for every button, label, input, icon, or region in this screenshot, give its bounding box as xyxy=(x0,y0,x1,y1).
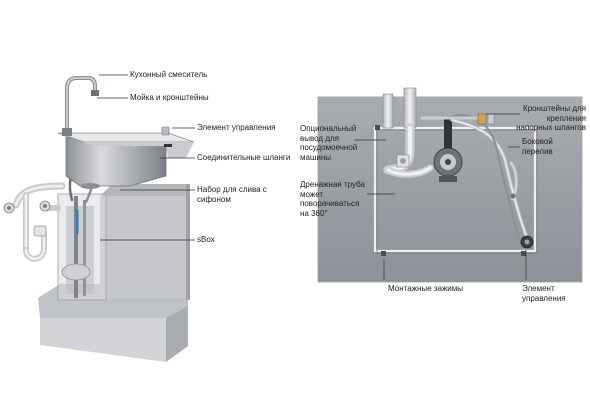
label-dishwasher-line3: посудомоечной xyxy=(300,143,358,152)
hose-brackets xyxy=(477,113,495,125)
right-diagram xyxy=(317,87,583,283)
left-leader-lines xyxy=(97,74,195,241)
label-overflow-line1: Боковой xyxy=(522,137,553,146)
kitchen-faucet xyxy=(62,76,99,138)
label-dishwasher: Опциональный вывод для посудомоечной маш… xyxy=(300,124,357,162)
label-dishwasher-line1: Опциональный xyxy=(300,124,357,133)
siphon-fittings xyxy=(3,200,51,237)
label-control-right-line2: управления xyxy=(522,293,566,303)
label-control: Элемент управления xyxy=(197,123,276,132)
label-brackets-line3: напорных шлангов xyxy=(516,123,586,132)
label-clamps: Монтажные зажимы xyxy=(388,284,464,293)
control-element-right xyxy=(520,235,534,249)
label-overflow: Боковой перелив xyxy=(522,137,553,156)
label-drain-set-line2: сифоном xyxy=(197,194,231,204)
label-overflow-line2: перелив xyxy=(522,146,553,156)
label-brackets-line1: Кронштейны для xyxy=(523,104,586,113)
label-drain-set: Набор для слива с сифоном xyxy=(197,185,267,204)
pressure-hoses xyxy=(420,114,529,240)
mounting-clamps xyxy=(375,125,526,256)
faucet-mount xyxy=(433,118,463,182)
siphon-pipes xyxy=(12,182,66,262)
sink-bowl xyxy=(57,132,195,189)
label-faucet: Кухонный смеситель xyxy=(130,70,208,79)
label-brackets-line2: крепления xyxy=(546,113,586,123)
label-drainpipe-line1: Дренажная труба xyxy=(300,180,365,189)
mounting-frame xyxy=(373,126,537,253)
label-drainpipe: Дренажная труба может поворачиваться на … xyxy=(300,180,365,218)
cabinet xyxy=(100,184,190,300)
label-drainpipe-line4: на 360° xyxy=(300,208,328,218)
control-element xyxy=(161,126,170,136)
side-overflow xyxy=(508,160,518,201)
mounting-frame-shadow xyxy=(376,129,538,254)
label-dishwasher-line2: вывод для xyxy=(300,133,339,143)
label-drainpipe-line2: может xyxy=(300,189,324,199)
dishwasher-outlet xyxy=(396,154,410,168)
label-sbox: sBox xyxy=(197,235,215,244)
label-drain-set-line1: Набор для слива с xyxy=(197,185,267,194)
label-drainpipe-line3: поворачиваться xyxy=(300,199,360,208)
label-dishwasher-line4: машины xyxy=(300,152,332,162)
vertical-pipe xyxy=(382,87,417,129)
sbox-unit xyxy=(57,193,107,301)
label-control-right-line1: Элемент xyxy=(522,284,555,293)
left-diagram xyxy=(3,74,195,362)
right-leader-lines xyxy=(355,113,527,280)
label-control-right: Элемент управления xyxy=(522,284,566,303)
label-brackets: Кронштейны для крепления напорных шланго… xyxy=(516,104,586,133)
label-hoses: Соединительные шланги xyxy=(197,153,291,162)
label-sink: Мойка и кронштейны xyxy=(130,93,209,102)
